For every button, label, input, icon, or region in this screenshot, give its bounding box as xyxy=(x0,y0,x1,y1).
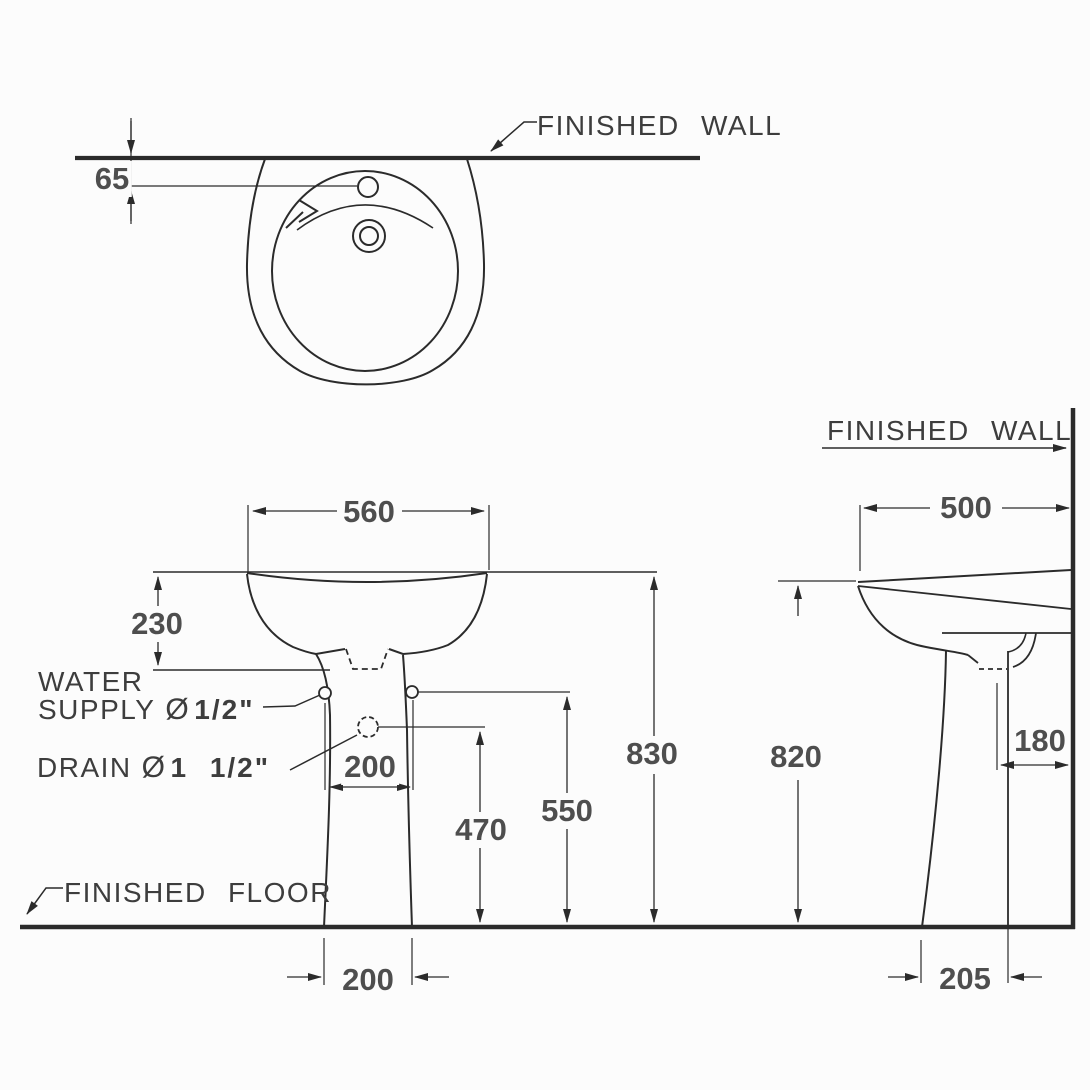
dim-830: 830 xyxy=(623,736,681,772)
front-pedestal-left xyxy=(315,653,332,928)
front-pedestal-right xyxy=(402,654,413,928)
top-rim-inner-arc xyxy=(296,204,434,231)
front-rim-arc xyxy=(246,572,488,583)
top-sink-outline xyxy=(245,158,486,386)
diameter-symbol: Ø xyxy=(165,693,191,726)
dim-180: 180 xyxy=(1011,723,1069,759)
water-supply-hole-left xyxy=(318,686,332,700)
floor-leader xyxy=(26,887,63,915)
faucet-hole xyxy=(357,176,379,198)
top-wall-leader xyxy=(490,121,537,152)
dim-500: 500 xyxy=(937,490,995,526)
side-pedestal-front xyxy=(921,650,947,928)
trap-elbow-outer xyxy=(1012,632,1037,668)
dim-205: 205 xyxy=(936,961,994,997)
water-supply-size: 1/2" xyxy=(194,694,255,725)
handle-sketch xyxy=(285,199,319,229)
side-rim-inner xyxy=(857,585,1072,610)
finished-floor-label: FINISHED FLOOR xyxy=(64,877,332,908)
side-view xyxy=(778,408,1076,983)
dim-820: 820 xyxy=(767,739,825,775)
front-bowl-left xyxy=(246,573,346,656)
diameter-symbol: Ø xyxy=(141,751,167,784)
water-supply-label-line1: WATER xyxy=(38,666,144,697)
finished-wall-label-side: FINISHED WALL xyxy=(827,415,1073,446)
top-basin xyxy=(271,170,459,372)
side-rim-top xyxy=(857,569,1072,583)
overflow-hole-inner xyxy=(359,226,379,246)
top-view xyxy=(75,118,700,386)
dim-550: 550 xyxy=(538,793,596,829)
side-bowl-underside xyxy=(857,585,969,656)
water-supply-word: SUPPLY xyxy=(38,694,156,725)
dim-65: 65 xyxy=(91,161,133,197)
front-underside-notch xyxy=(345,648,389,670)
finished-wall-label-top: FINISHED WALL xyxy=(537,110,783,141)
dim-470: 470 xyxy=(452,812,510,848)
drain-hole xyxy=(357,716,379,738)
trap-elbow-inner xyxy=(1007,632,1027,653)
dim-560: 560 xyxy=(340,494,398,530)
dim-230: 230 xyxy=(128,606,186,642)
drain-leader xyxy=(289,734,358,771)
water-supply-leader xyxy=(262,694,321,708)
dim-200-holes: 200 xyxy=(341,749,399,785)
dim-200-base: 200 xyxy=(339,962,397,998)
drain-word: DRAIN xyxy=(37,752,132,783)
drain-size: 1 1/2" xyxy=(170,752,271,783)
front-view xyxy=(20,505,1075,985)
front-bowl-right xyxy=(388,573,488,656)
water-supply-hole-right xyxy=(405,685,419,699)
